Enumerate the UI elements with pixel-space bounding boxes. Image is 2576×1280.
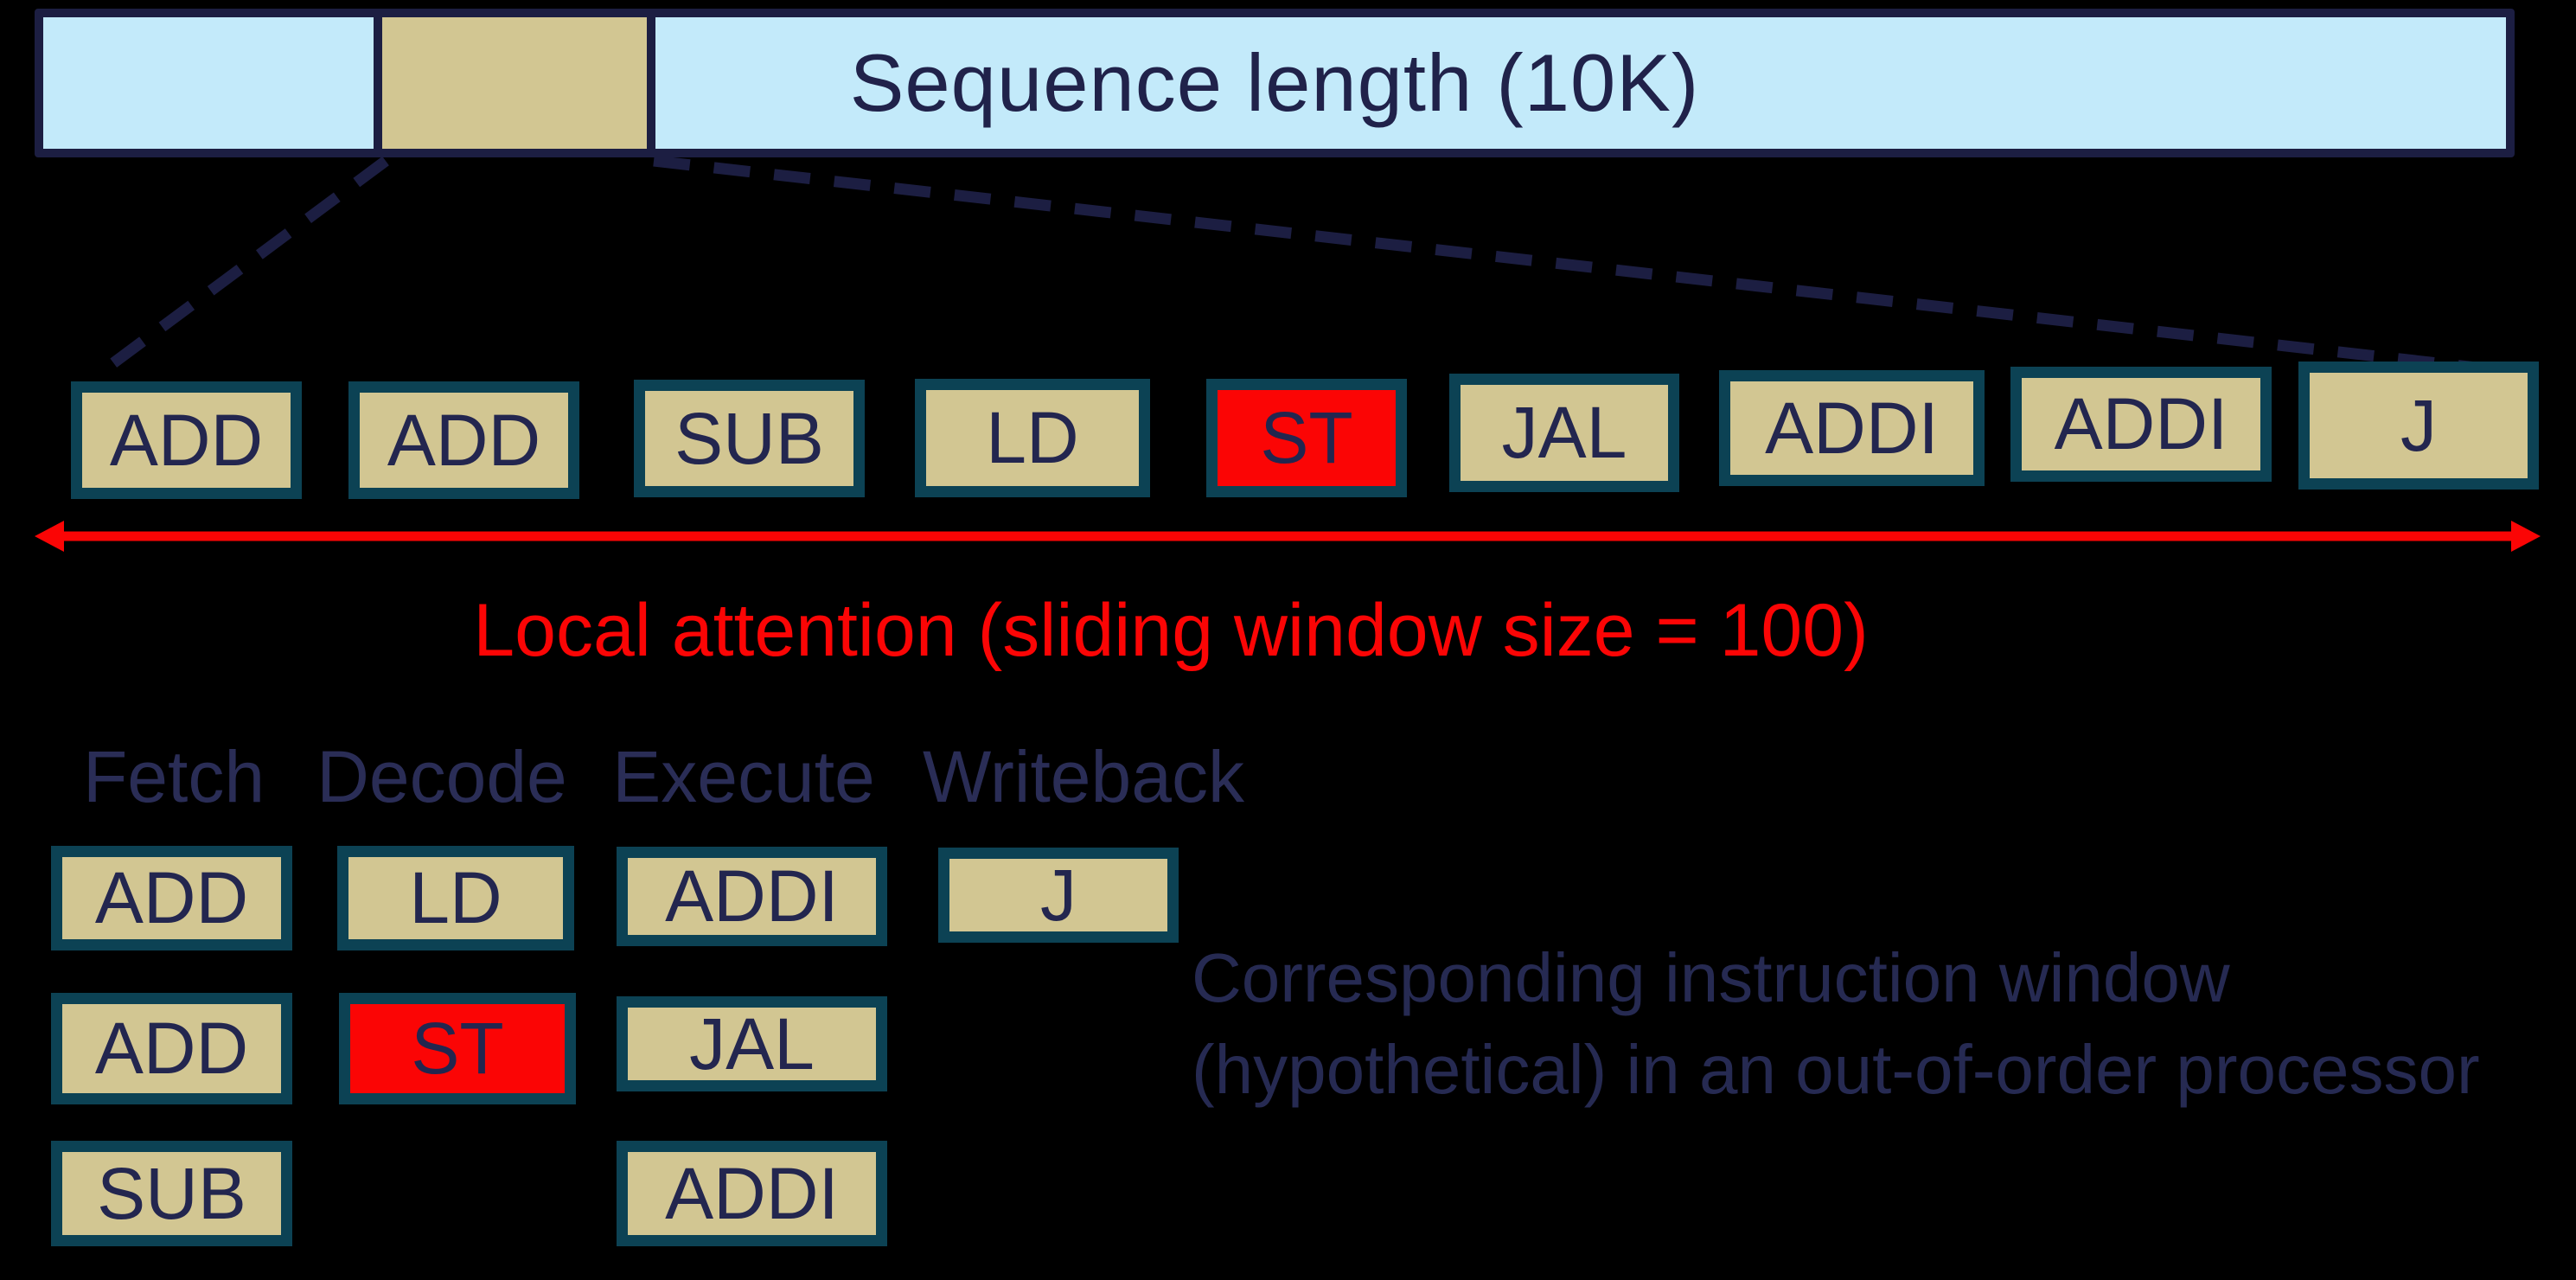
caption: Corresponding instruction window (hypoth…: [1192, 932, 2480, 1116]
instruction-box-label: ADDI: [1765, 387, 1939, 469]
instruction-box-label: ADD: [109, 399, 264, 481]
instruction-box-label: JAL: [1501, 392, 1627, 473]
instruction-box-label: LD: [986, 397, 1079, 478]
pipeline-box-label: SUB: [97, 1152, 246, 1234]
pipeline-box-decode-1: LD: [337, 846, 574, 950]
caption-line2: (hypothetical) in an out-of-order proces…: [1192, 1031, 2480, 1108]
pipeline-box-fetch-2: ADD: [51, 993, 292, 1104]
instruction-box-label: ST: [1260, 397, 1353, 478]
instruction-box: ADD: [71, 381, 302, 499]
instruction-box-label: SUB: [674, 397, 824, 479]
pipeline-box-execute-1: ADDI: [617, 847, 887, 946]
pipeline-box-label: ADDI: [665, 855, 839, 937]
pipeline-box-execute-3: ADDI: [617, 1141, 887, 1246]
local-attention-label: Local attention (sliding window size = 1…: [473, 589, 1869, 672]
instruction-box: J: [2298, 362, 2539, 490]
local-attention-arrowhead-left: [35, 521, 64, 552]
pipeline-box-label: ST: [411, 1008, 504, 1089]
pipeline-box-fetch-3: SUB: [51, 1141, 292, 1246]
stage-label-writeback: Writeback: [923, 736, 1244, 817]
caption-line1: Corresponding instruction window: [1192, 939, 2230, 1016]
stage-label-execute: Execute: [612, 736, 875, 817]
zoom-guide-line-right: [653, 155, 2500, 376]
attention-window-segment: [374, 9, 655, 157]
instruction-box: ADDI: [2010, 367, 2272, 482]
instruction-box-label: ADD: [387, 399, 541, 481]
pipeline-box-label: ADDI: [665, 1152, 839, 1234]
sequence-length-label: Sequence length (10K): [849, 37, 1700, 128]
instruction-box: LD: [915, 379, 1150, 497]
pipeline-box-decode-2-highlighted: ST: [339, 993, 576, 1104]
instruction-box: ADD: [348, 381, 579, 499]
instruction-box: ADDI: [1719, 370, 1985, 486]
pipeline-box-writeback-1: J: [938, 848, 1179, 943]
instruction-box-label: J: [2400, 384, 2437, 466]
stage-label-decode: Decode: [316, 736, 567, 817]
local-attention-arrowhead-right: [2511, 521, 2541, 552]
pipeline-box-label: J: [1040, 854, 1077, 936]
pipeline-box-execute-2: JAL: [617, 996, 887, 1091]
zoom-guide-line-left: [93, 156, 389, 381]
instruction-box-highlighted: ST: [1206, 379, 1407, 497]
pipeline-box-label: LD: [409, 857, 502, 938]
pipeline-box-fetch-1: ADD: [51, 846, 292, 950]
stage-label-fetch: Fetch: [82, 736, 265, 817]
pipeline-box-label: ADD: [94, 857, 249, 938]
instruction-box: JAL: [1449, 374, 1679, 492]
instruction-box-label: ADDI: [2054, 383, 2228, 464]
pipeline-box-label: JAL: [689, 1002, 815, 1085]
pipeline-box-label: ADD: [94, 1008, 249, 1089]
instruction-box: SUB: [634, 380, 865, 497]
